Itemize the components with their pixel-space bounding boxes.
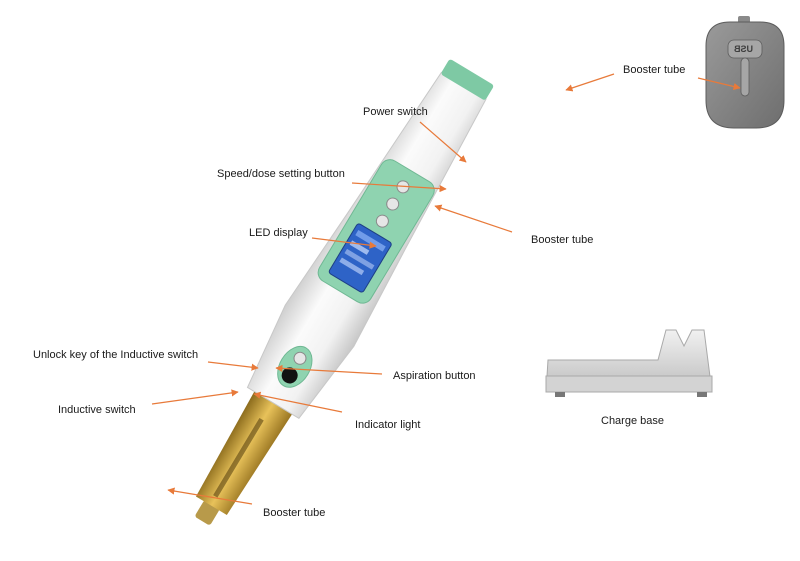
label-booster-tube-mid: Booster tube [531,234,594,246]
label-unlock-key: Unlock key of the Inductive switch [33,349,199,361]
label-aspiration-button: Aspiration button [393,370,476,382]
label-inductive-switch: Inductive switch [58,404,136,416]
label-booster-tube-bottom: Booster tube [263,507,326,519]
inductive-switch-icon [281,367,298,384]
injector-pen [195,59,494,525]
label-led-display: LED display [249,227,308,239]
label-speed-dose-button: Speed/dose setting button [217,168,345,180]
usb-cap [705,16,785,129]
booster-button-icon [375,214,389,228]
label-indicator-light: Indicator light [355,419,421,431]
charge-base [545,329,713,397]
leader-lines [151,73,741,505]
aspiration-button-icon [293,351,307,365]
top-cap-band [441,59,494,100]
label-power-switch: Power switch [363,106,428,118]
label-booster-tube-top: Booster tube [623,64,686,76]
speed-dose-button-icon [386,197,400,211]
cartridge-slot [213,417,264,498]
label-charge-base: Charge base [601,415,664,427]
usb-marking: USB [734,44,754,54]
